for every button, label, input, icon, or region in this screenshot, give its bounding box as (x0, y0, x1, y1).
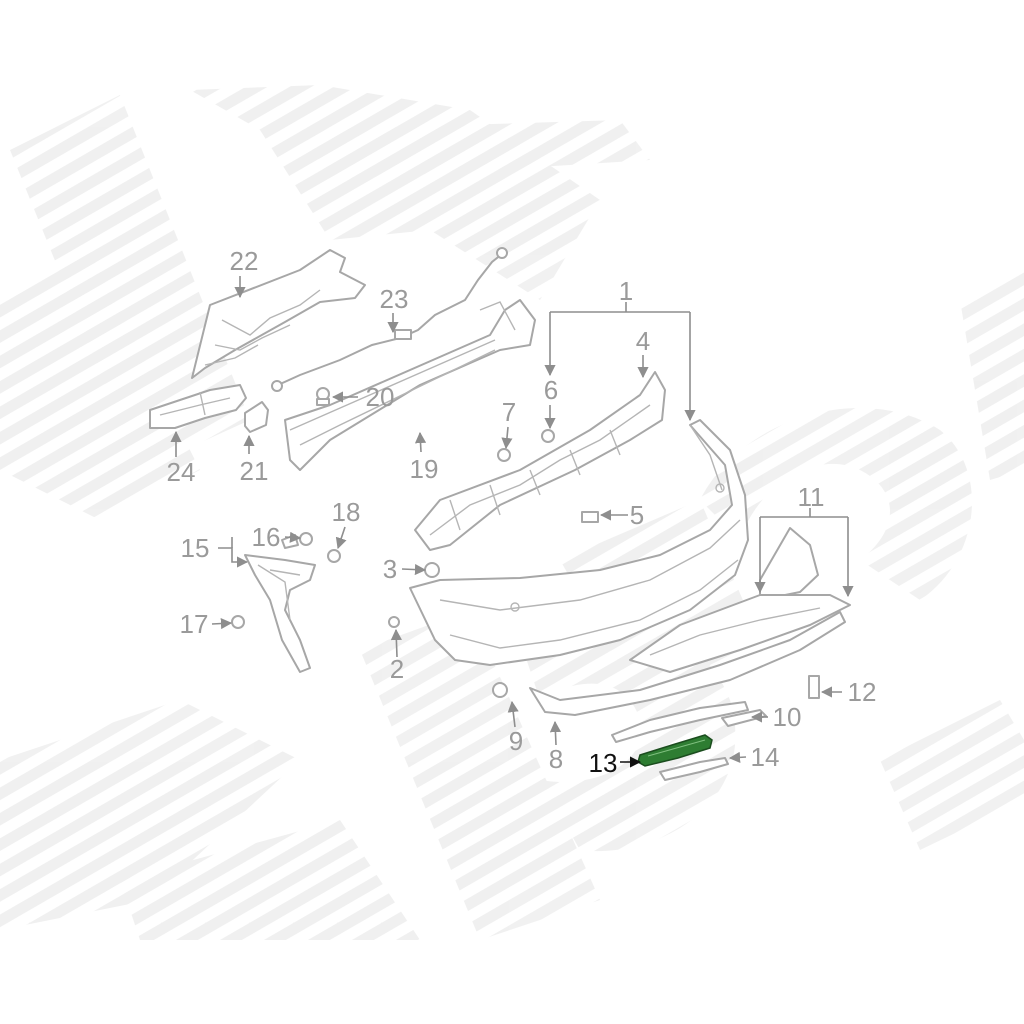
callout-11: 11 (798, 482, 825, 512)
part-15-bracket (244, 554, 316, 673)
part-11-diffuser (629, 527, 851, 673)
callout-24: 24 (167, 457, 196, 487)
callout-5: 5 (630, 500, 644, 530)
part-23-harness (271, 247, 508, 392)
callout-12: 12 (848, 677, 877, 707)
callout-20: 20 (366, 382, 395, 412)
callout-9: 9 (509, 726, 523, 756)
callout-18: 18 (332, 497, 361, 527)
callout-23: 23 (380, 284, 409, 314)
part-8-trim (529, 611, 846, 716)
callout-13-highlighted: 13 (589, 748, 618, 778)
callout-19: 19 (410, 454, 439, 484)
callout-8: 8 (549, 744, 563, 774)
part-4-absorber (414, 371, 666, 551)
part-21-cap (244, 401, 269, 433)
fasteners (231, 429, 820, 699)
callout-17: 17 (180, 609, 209, 639)
part-24-bracket (149, 384, 247, 429)
callout-10: 10 (773, 702, 802, 732)
callout-22: 22 (230, 246, 259, 276)
callout-7: 7 (502, 397, 516, 427)
part-1-bumper (409, 419, 749, 666)
part-22-shield (191, 249, 366, 379)
callout-21: 21 (240, 456, 269, 486)
callout-14: 14 (751, 742, 780, 772)
callout-15: 15 (181, 533, 210, 563)
watermark (0, 85, 1024, 940)
leader-lines (170, 276, 854, 768)
callout-4: 4 (636, 326, 650, 356)
part-19-crossmember (284, 299, 536, 471)
callout-3: 3 (383, 554, 397, 584)
callout-labels: 1 2 3 4 5 6 7 8 9 10 11 12 13 14 15 16 1… (167, 246, 877, 778)
part-14-strip (659, 757, 729, 781)
callout-6: 6 (544, 375, 558, 405)
part-20-clip (316, 387, 330, 406)
callout-1: 1 (619, 276, 633, 306)
callout-16: 16 (252, 522, 281, 552)
callout-2: 2 (390, 654, 404, 684)
